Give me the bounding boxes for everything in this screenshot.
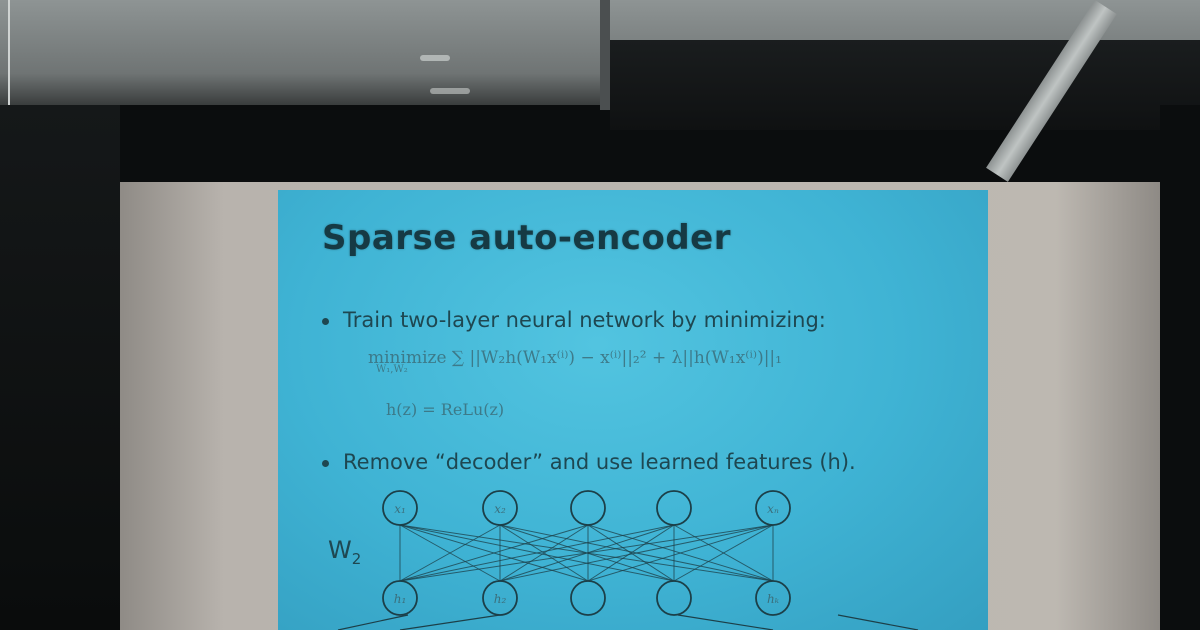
network-diagram: x₁ x₂ xₙ h₁ h₂ hₖ [337, 490, 919, 630]
ceiling-light [420, 55, 450, 61]
slide-title: Sparse auto-encoder [322, 218, 731, 258]
bullet-item: Remove “decoder” and use learned feature… [322, 450, 856, 474]
wall-right [1160, 105, 1200, 630]
network-edge [399, 524, 501, 582]
weight-label-subscript: 2 [351, 549, 362, 568]
weight-label-text: W [328, 536, 352, 564]
objective-formula: minimize ∑ ||W₂h(W₁x⁽ⁱ⁾) − x⁽ⁱ⁾||₂² + λ|… [368, 348, 782, 375]
hidden-node [755, 580, 791, 616]
network-edge [677, 614, 774, 630]
network-edge [499, 524, 774, 582]
bullet-dot-icon [322, 317, 329, 325]
ceiling-light [430, 88, 470, 94]
network-edge [499, 524, 589, 582]
input-node [382, 490, 418, 526]
relu-formula: h(z) = ReLu(z) [386, 400, 505, 419]
input-node [482, 490, 518, 526]
network-nodes: x₁ x₂ xₙ h₁ h₂ hₖ [382, 490, 791, 616]
network-edge [399, 614, 501, 630]
ceiling-seam [600, 0, 610, 110]
input-node-label: xₙ [767, 502, 779, 516]
network-edge [587, 524, 675, 582]
input-node [570, 490, 606, 526]
bullet-item: Train two-layer neural network by minimi… [322, 308, 826, 332]
ceiling-dark-panel [610, 40, 1200, 130]
hidden-node [382, 580, 418, 616]
hanging-cable [8, 0, 10, 110]
weight-label: W2 [328, 536, 361, 568]
hidden-node [482, 580, 518, 616]
hidden-node [656, 580, 692, 616]
bullet-text: Remove “decoder” and use learned feature… [343, 450, 856, 474]
network-edge [673, 524, 774, 582]
input-node [755, 490, 791, 526]
network-edges [337, 524, 919, 630]
network-edge [399, 524, 589, 582]
hidden-node-label: hₖ [767, 592, 780, 606]
input-node-label: x₁ [394, 502, 406, 516]
network-edge [337, 614, 409, 630]
wall-left [0, 105, 120, 630]
network-edge [399, 524, 774, 582]
formula-text: minimize ∑ ||W₂h(W₁x⁽ⁱ⁾) − x⁽ⁱ⁾||₂² + λ|… [368, 348, 782, 368]
projected-slide: Sparse auto-encoder Train two-layer neur… [278, 190, 988, 630]
network-edge [399, 524, 675, 582]
hidden-node [570, 580, 606, 616]
bullet-text: Train two-layer neural network by minimi… [343, 308, 826, 332]
network-edge [587, 524, 774, 582]
hidden-node-label: h₁ [394, 592, 407, 606]
input-node-label: x₂ [494, 502, 506, 516]
bullet-dot-icon [322, 459, 329, 467]
network-edge [837, 614, 919, 630]
formula-subscript: W₁,W₂ [376, 364, 408, 375]
hidden-node-label: h₂ [494, 592, 507, 606]
input-node [656, 490, 692, 526]
